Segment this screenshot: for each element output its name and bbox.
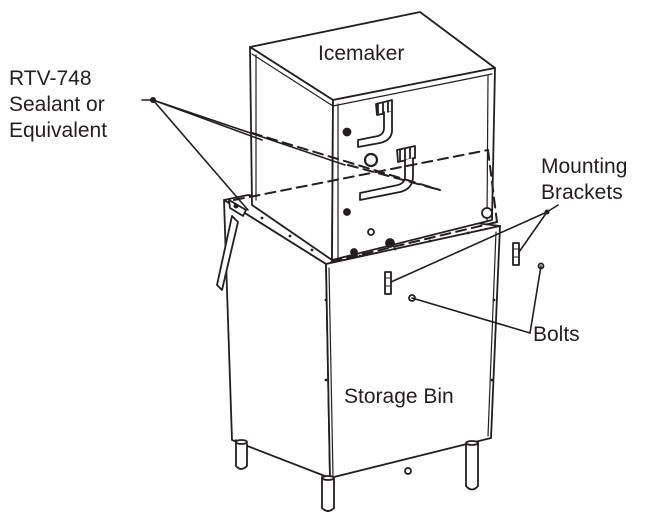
sealant-label-line-2: Sealant or — [9, 93, 105, 116]
brackets-label-line-1: Mounting — [541, 155, 628, 178]
bin-bottom-bolt — [404, 467, 412, 475]
bin-front-panel — [325, 225, 501, 479]
mounting-bracket-left — [384, 271, 392, 295]
bin-door-handle — [216, 199, 247, 291]
bolt-leaders — [411, 265, 542, 334]
sealant-leaders — [141, 97, 346, 211]
bin-legs — [235, 439, 479, 512]
upper-pipe — [357, 99, 393, 148]
sealant-dashed-path — [233, 132, 498, 263]
sealant-label-line-3: Equivalent — [9, 119, 108, 142]
bolts — [408, 262, 545, 302]
bracket-leaders — [390, 204, 559, 283]
storage-bin-label: Storage Bin — [344, 385, 454, 408]
sealant-label: RTV-748 Sealant or Equivalent — [9, 66, 107, 144]
rim-rivets — [260, 216, 496, 382]
icemaker-label: Icemaker — [318, 42, 405, 65]
bolts-label: Bolts — [533, 323, 580, 346]
mounting-brackets-label: Mounting Brackets — [541, 154, 627, 206]
mounting-brackets — [384, 242, 520, 295]
sealant-label-line-1: RTV-748 — [9, 67, 92, 90]
mounting-bracket-right — [512, 242, 520, 266]
storage-bin — [216, 194, 501, 512]
brackets-label-line-2: Brackets — [541, 181, 623, 204]
icemaker-fittings — [342, 127, 493, 256]
